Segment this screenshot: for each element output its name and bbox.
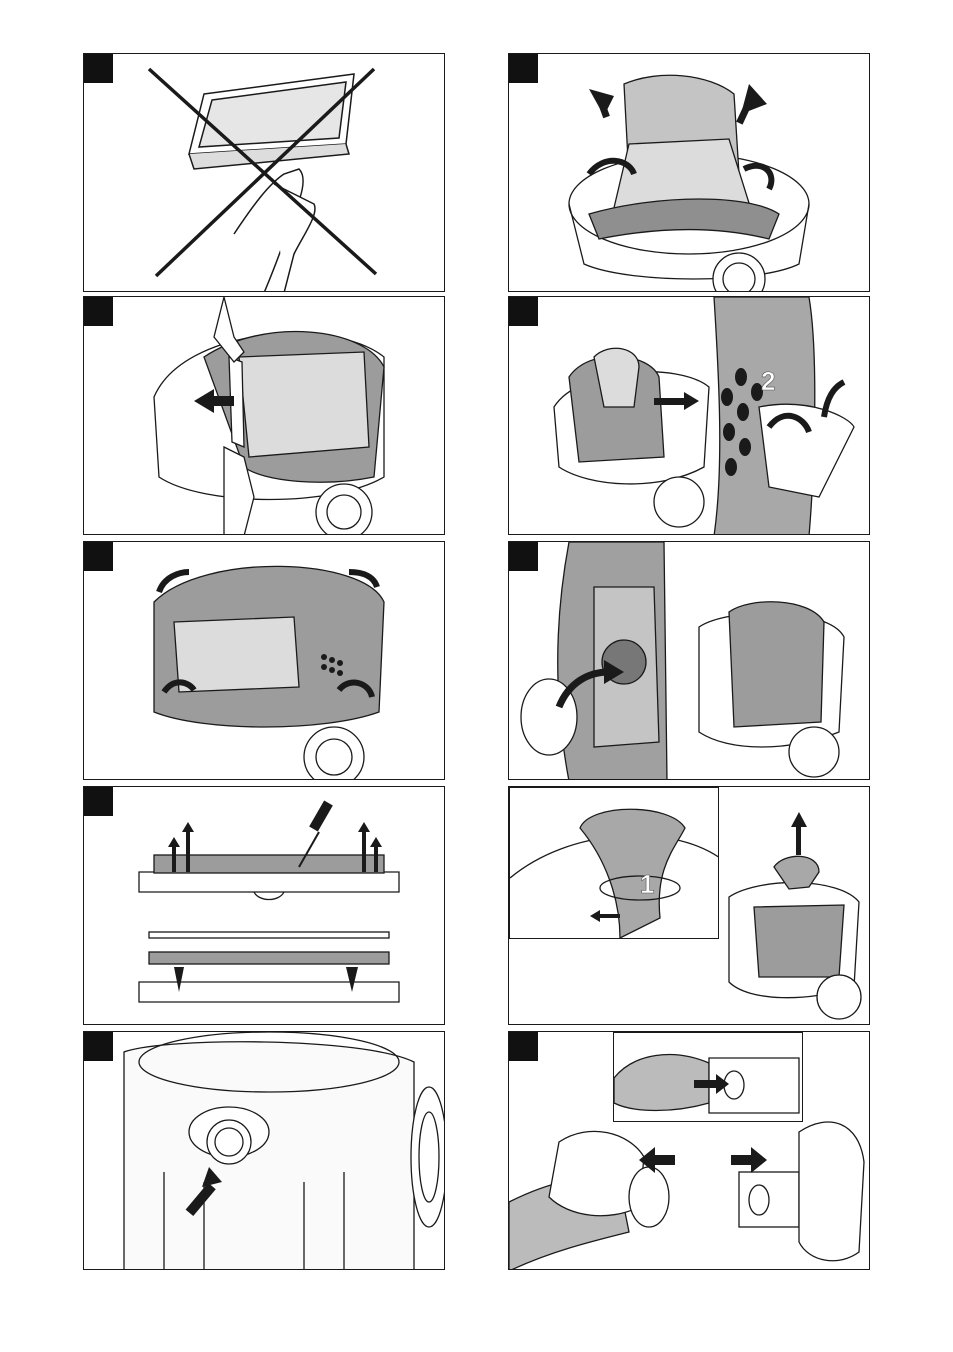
arrow-icon [791,812,807,855]
lift-bag-illustration [509,54,870,292]
panel-lift-bag [508,53,870,292]
pull-bag-illustration [84,297,445,535]
close-bag-illustration [509,787,870,1025]
panel-close-bag-opening [508,541,870,780]
panel-detach-bag-step-2: 2 [508,296,870,535]
nozzle-illustration [84,787,445,1025]
panel-filter-crossed [83,53,445,292]
hose-adapter-illustration [509,1032,870,1270]
panel-pull-bag-inlet [83,296,445,535]
filter-illustration [84,54,445,292]
arrow-icon [639,1147,767,1173]
panel-close-bag-step-1: 1 [508,786,870,1025]
drain-illustration [84,1032,445,1270]
panel-fit-new-bag [83,541,445,780]
step-number-2: 2 [761,366,775,396]
detach-bag-illustration: 2 [509,297,870,535]
panel-nozzle-strips [83,786,445,1025]
fit-bag-illustration [84,542,445,780]
close-opening-illustration [509,542,870,780]
panel-hose-adapter [508,1031,870,1270]
arrow-icon [168,822,382,992]
panel-drain-button [83,1031,445,1270]
